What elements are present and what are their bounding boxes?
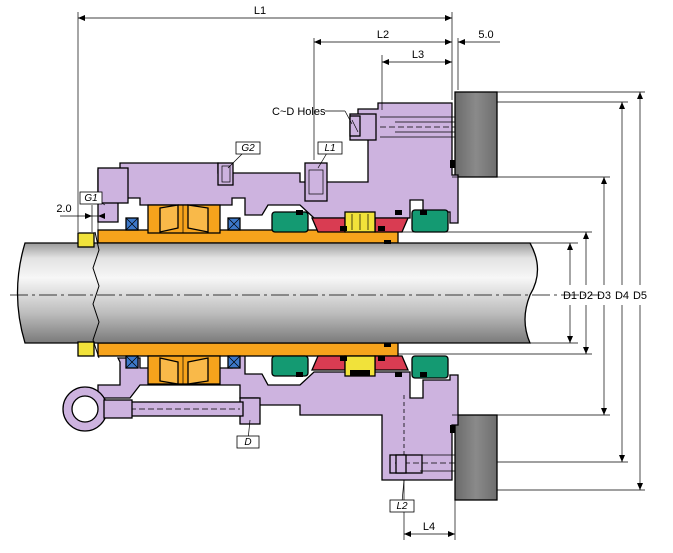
housing-top-details	[221, 116, 455, 195]
dim-D5-label: D5	[633, 290, 647, 302]
dim-D2-label: D2	[579, 290, 593, 302]
bearing-bottom	[147, 355, 221, 385]
tag-G1-label: G1	[84, 193, 97, 204]
blue-packing-rings	[125, 217, 241, 369]
dim-L1-label: L1	[254, 5, 266, 17]
tag-L2-port: L2	[389, 499, 415, 513]
yellow-spring-holder	[344, 211, 376, 377]
bolt-top	[349, 115, 361, 137]
dim-D4-label: D4	[615, 290, 629, 302]
o-rings	[296, 160, 455, 433]
tag-G2: G2	[235, 141, 261, 155]
housing-bottom-details	[127, 395, 455, 472]
dim-offset-left-label: 2.0	[56, 203, 71, 215]
lifting-eye-bolt	[62, 386, 133, 432]
dim-L4-label: L4	[423, 521, 435, 533]
holes-callout-label: C~D Holes	[272, 106, 326, 118]
dim-D3-label: D3	[597, 290, 611, 302]
dim-L2-label: L2	[377, 29, 389, 41]
tag-D-port-label: D	[244, 437, 251, 448]
dimension-arrows	[78, 15, 643, 537]
tag-L1-port: L1	[317, 141, 343, 155]
sleeve-bottom	[97, 342, 399, 357]
tag-G1: G1	[79, 191, 103, 205]
dim-D1-label: D1	[563, 290, 577, 302]
tag-G2-label: G2	[241, 143, 255, 154]
tag-L1-port-label: L1	[324, 143, 335, 154]
tag-D-port: D	[236, 435, 260, 449]
dim-offset-top-label: 5.0	[478, 29, 493, 41]
gland-plate-top	[454, 91, 498, 178]
gland-plate-bottom	[454, 414, 498, 501]
bolt-bottom	[395, 454, 407, 474]
bearing-top	[147, 204, 221, 234]
locking-collar	[77, 231, 100, 359]
dim-L3-label: L3	[412, 49, 424, 61]
dimension-lines	[60, 12, 645, 540]
tag-L2-port-label: L2	[396, 501, 408, 512]
shaft	[10, 242, 600, 344]
